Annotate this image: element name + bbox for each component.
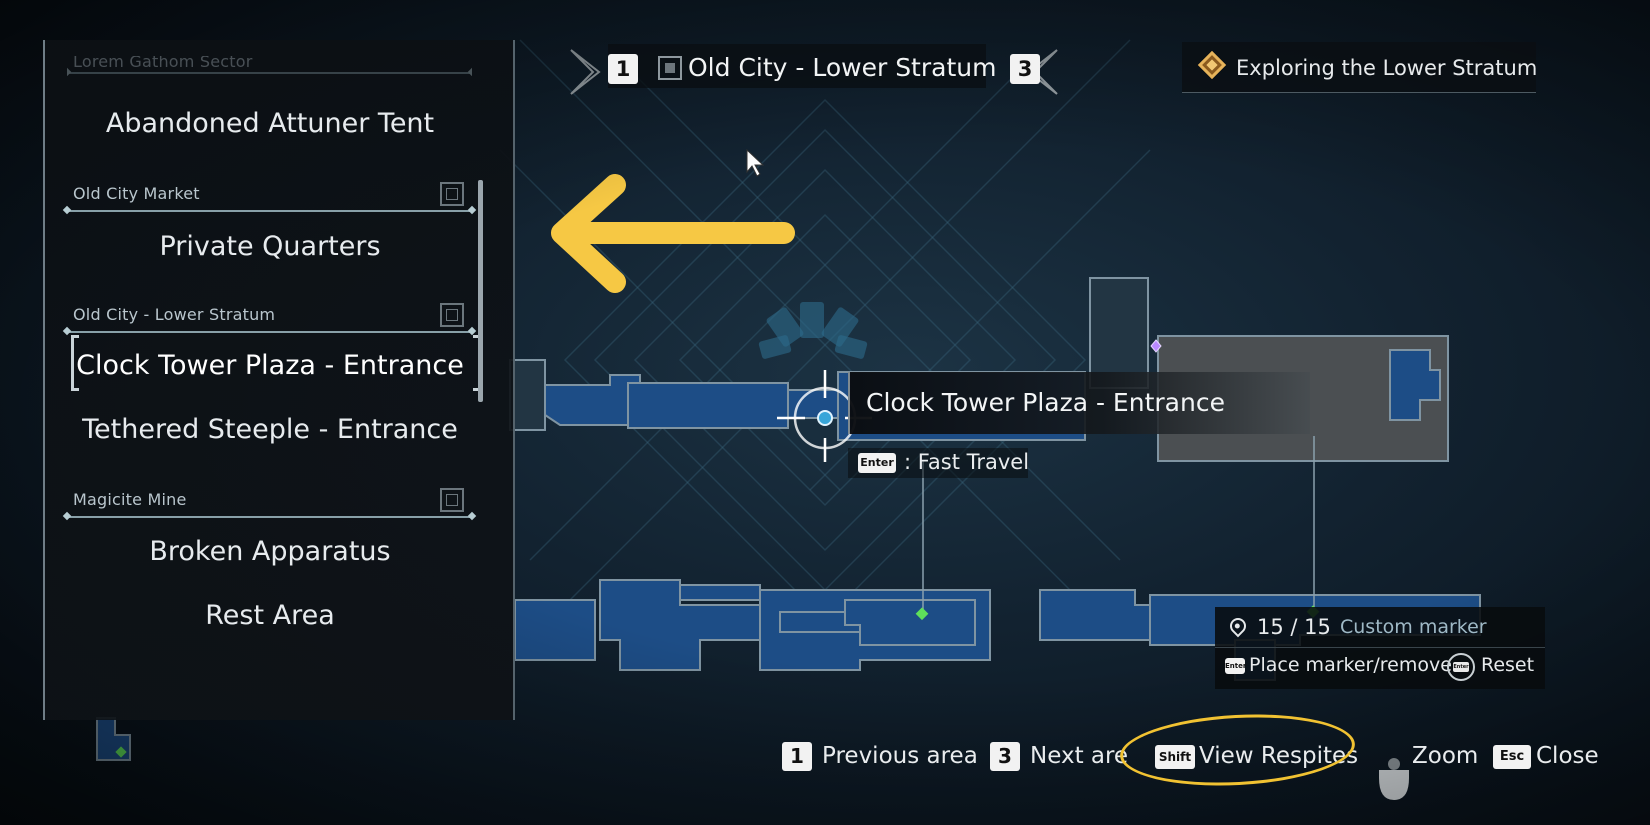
fast-travel-label: : Fast Travel [904,450,1030,474]
shift-key[interactable]: Shift [1155,745,1195,769]
fast-travel-prompt[interactable]: Enter : Fast Travel [848,448,1030,478]
previous-area-key[interactable]: 1 [782,742,812,771]
zoom-hint[interactable]: Zoom [1412,743,1479,769]
crystal-emblem-icon [758,302,868,359]
next-area-key-hint[interactable]: 3 [990,742,1020,771]
enter-key[interactable]: Enter [858,453,896,473]
location-item[interactable]: Private Quarters [159,231,381,262]
section-header-label: Old City - Lower Stratum [73,305,276,324]
current-quest-banner: Exploring the Lower Stratum [1182,42,1538,93]
collapse-box-icon[interactable] [440,182,464,206]
marker-label: Custom marker [1340,616,1487,638]
esc-key[interactable]: Esc [1493,745,1531,769]
location-item[interactable]: Tethered Steeple - Entrance [82,414,458,445]
map-pin-icon [1226,614,1250,638]
close-hint[interactable]: Close [1536,743,1599,769]
view-respites-hint[interactable]: View Respites [1199,743,1359,769]
section-header-label: Old City Market [73,184,200,203]
marker-count: 15 / 15 [1257,615,1331,639]
collapse-box-icon[interactable] [440,303,464,327]
prev-area-key[interactable]: 1 [608,54,638,84]
list-scrollbar[interactable] [478,180,483,402]
location-item-selected[interactable]: Clock Tower Plaza - Entrance [76,350,464,381]
diamond-quest-icon [1197,50,1227,80]
section-header-partial: Lorem Gathom Sector [67,56,472,76]
section-header-magicite-mine: Magicite Mine [67,488,472,518]
collapse-box-icon[interactable] [440,488,464,512]
custom-marker-panel: 15 / 15 Custom marker Enter Place marker… [1215,607,1545,689]
location-item[interactable]: Rest Area [205,600,335,631]
place-marker-key[interactable]: Enter [1225,658,1246,674]
place-marker-label: Place marker/remove [1249,654,1452,676]
mouse-zoom-icon [1379,758,1409,800]
next-area-hint[interactable]: Next are [1030,743,1129,769]
location-tooltip: Clock Tower Plaza - Entrance [848,372,1310,434]
section-header-lower-stratum: Old City - Lower Stratum [67,303,472,333]
map-rooms-fragment [96,717,131,761]
section-header-label: Lorem Gathom Sector [73,56,253,71]
annotation-arrow [551,174,795,293]
section-header-old-city-market: Old City Market [67,182,472,212]
previous-area-hint[interactable]: Previous area [822,743,978,769]
area-title: Old City - Lower Stratum [688,53,997,82]
mouse-pointer-icon [746,148,765,177]
quest-text: Exploring the Lower Stratum [1236,56,1538,80]
tooltip-title: Clock Tower Plaza - Entrance [866,388,1225,417]
area-checkbox-icon [658,56,682,80]
section-header-label: Magicite Mine [73,490,187,509]
next-area-key[interactable]: 3 [1010,54,1040,84]
location-item[interactable]: Broken Apparatus [149,536,391,567]
map-rooms-lower-left [514,579,991,671]
reset-key-label: Enter [1453,662,1469,672]
reset-label: Reset [1481,654,1535,676]
respite-list-panel[interactable]: Lorem Gathom Sector Abandoned Attuner Te… [43,40,515,720]
area-selector[interactable]: 1 Old City - Lower Stratum 3 [538,38,1040,98]
reset-key[interactable]: Enter [1447,653,1475,681]
location-item[interactable]: Abandoned Attuner Tent [105,108,435,139]
